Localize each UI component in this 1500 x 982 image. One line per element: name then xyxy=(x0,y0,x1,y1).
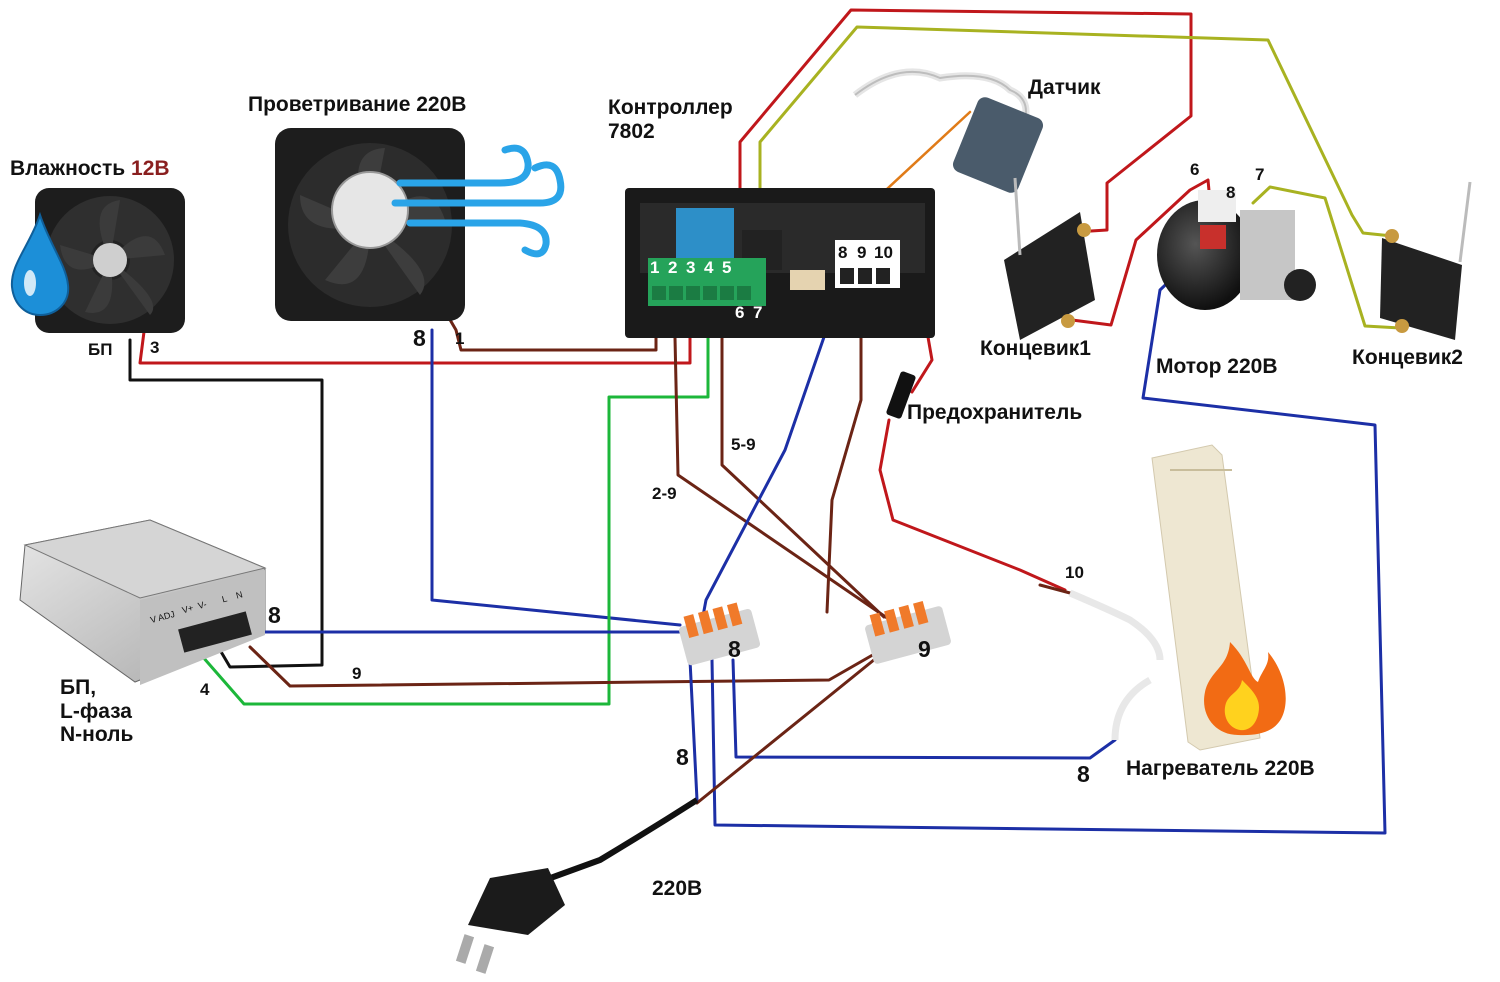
wire-brown-psu xyxy=(248,643,892,688)
wire-brown-10 xyxy=(1038,583,1072,595)
vent-fan-label: Проветривание 220В xyxy=(248,93,467,116)
wire-number-3: 3 xyxy=(150,338,160,357)
limit-switch-2 xyxy=(1380,181,1472,340)
wire-number-8-psu: 8 xyxy=(268,602,281,628)
switch-icon xyxy=(1380,238,1462,340)
terminal-4: 4 xyxy=(704,258,714,277)
humidity-sensor xyxy=(852,68,1044,193)
terminal-6: 6 xyxy=(735,303,745,322)
wire-blue-mains xyxy=(688,658,699,802)
wire-brown-mains xyxy=(695,653,882,805)
motor-label: Мотор 220В xyxy=(1156,355,1278,378)
fuse-label: Предохранитель xyxy=(907,401,1083,424)
wire-red-fuse-heater xyxy=(878,418,1067,592)
sensor-label: Датчик xyxy=(1028,76,1101,99)
vent-fan xyxy=(275,128,565,321)
terminal-5: 5 xyxy=(722,258,732,277)
connector-8 xyxy=(679,602,761,666)
wire-number-8-heater: 8 xyxy=(1077,761,1090,787)
terminal-3: 3 xyxy=(686,258,696,277)
limit-switch-1-label: Концевик1 xyxy=(980,337,1091,360)
wire-number-10: 10 xyxy=(1065,563,1084,582)
switch-icon xyxy=(1004,212,1095,340)
heater-220v xyxy=(1068,444,1286,751)
wire-blue-vent xyxy=(430,328,682,627)
wire-red-motor xyxy=(1070,178,1213,327)
wire-brown-vent xyxy=(447,290,658,352)
wire-red-switch1 xyxy=(738,8,1193,296)
limit-switch-2-label: Концевик2 xyxy=(1352,346,1463,369)
wire-blue-motor xyxy=(710,230,1387,835)
mains-label: 220В xyxy=(652,877,703,900)
connector-8-number: 8 xyxy=(728,636,741,662)
connector-9 xyxy=(865,601,951,664)
terminal-9: 9 xyxy=(857,243,867,262)
power-supply xyxy=(19,519,267,685)
wire-olive-motor xyxy=(1251,185,1402,330)
humidity-fan-label: Влажность 12В xyxy=(10,157,170,181)
wire-number-8-fan: 8 xyxy=(413,325,426,351)
limit-switch-1 xyxy=(1004,177,1095,340)
heater-label: Нагреватель 220В xyxy=(1126,757,1315,780)
terminal-7: 7 xyxy=(753,303,763,322)
terminal-8: 8 xyxy=(838,243,848,262)
wire-number-8-mains: 8 xyxy=(676,744,689,770)
fuse-icon xyxy=(886,371,916,419)
humidity-fan xyxy=(10,188,185,333)
psu-short-label: БП xyxy=(88,340,113,359)
humidity-voltage: 12В xyxy=(131,157,170,180)
wire-number-8-motor: 8 xyxy=(1226,183,1236,202)
psu-label: БП, L-фаза N-ноль xyxy=(60,676,134,747)
wire-black-fan12 xyxy=(128,338,324,669)
controller-7802 xyxy=(625,188,935,338)
wire-brown-9 xyxy=(825,288,863,614)
terminal-2: 2 xyxy=(668,258,678,277)
terminal-1: 1 xyxy=(650,258,660,277)
motor-220v xyxy=(1157,190,1316,310)
wind-icon xyxy=(391,144,565,258)
wire-blue-heater xyxy=(731,658,1117,760)
humidity-fan-title: Влажность xyxy=(10,157,126,180)
connector-9-number: 9 xyxy=(918,636,931,662)
terminal-10: 10 xyxy=(874,243,893,262)
wire-number-7: 7 xyxy=(1255,165,1265,184)
wire-green-4 xyxy=(193,290,710,706)
wire-number-9: 9 xyxy=(352,664,362,683)
wire-number-5-9: 5-9 xyxy=(731,435,756,454)
wire-number-1: 1 xyxy=(455,329,465,348)
wire-brown-2-9 xyxy=(672,290,895,624)
wire-number-2-9: 2-9 xyxy=(652,484,677,503)
wire-olive-switch2 xyxy=(758,25,1394,296)
wire-number-6: 6 xyxy=(1190,160,1200,179)
plug-icon xyxy=(455,797,699,974)
wire-number-4: 4 xyxy=(200,680,210,699)
controller-label: Контроллер 7802 xyxy=(608,96,733,143)
